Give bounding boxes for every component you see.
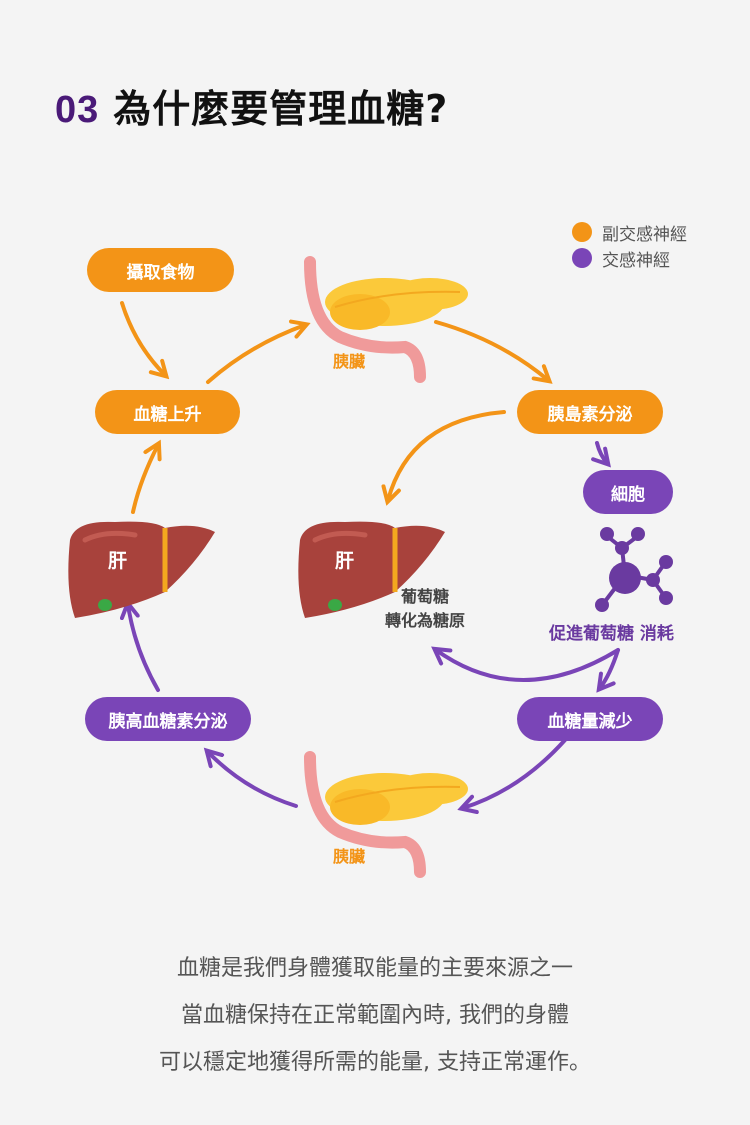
legend-item-sympathetic: 交感神經 [572,245,687,271]
description: 血糖是我們身體獲取能量的主要來源之一 當血糖保持在正常範圍內時, 我們的身體 可… [0,945,750,1086]
label-pancreas-top: 胰臟 [333,352,366,371]
description-line: 血糖是我們身體獲取能量的主要來源之一 [176,956,573,981]
node-blood-sugar-decrease: 血糖量減少 [517,697,663,741]
arrow-rise-to-pancreas [206,319,311,384]
orange-dot-icon [572,222,592,242]
node-intake-food: 攝取食物 [87,248,234,292]
arrow-insulin-to-liver [381,410,506,506]
node-insulin-secretion: 胰島素分泌 [517,390,663,434]
legend-label: 交感神經 [602,250,670,271]
label-line: 轉化為糖原 [384,611,465,630]
title-text: 為什麼要管理血糖? [113,87,449,131]
legend: 副交感神經 交感神經 [572,219,687,271]
arrow-pancreas-to-insulin [434,320,553,384]
page-title: 03 為什麼要管理血糖? [55,78,448,133]
label-glucose-to-glycogen: 葡萄糖 轉化為糖原 [372,585,478,633]
description-line: 可以穩定地獲得所需的能量, 支持正常運作。 [159,1050,591,1075]
legend-label: 副交感神經 [602,224,687,245]
description-line: 當血糖保持在正常範圍內時, 我們的身體 [181,1003,569,1028]
arrow-glucagon-to-liver [119,599,160,692]
arrow-food-to-rise [120,301,170,380]
arrow-consume-to-glycogen [431,646,620,682]
section-number: 03 [55,89,100,131]
node-blood-sugar-rise: 血糖上升 [95,390,240,434]
label-promote-glucose-consumption: 促進葡萄糖 消耗 [549,624,674,644]
node-glucagon-secretion: 胰高血糖素分泌 [85,697,251,741]
arrow-decrease-to-pancreas [457,738,567,815]
arrow-insulin-to-cells [591,441,611,468]
label-pancreas-bottom: 胰臟 [333,847,366,866]
arrow-liver-to-rise [131,439,162,514]
label-line: 葡萄糖 [400,587,449,606]
label-liver-center: 肝 [335,550,355,572]
label-liver-left: 肝 [108,550,128,572]
legend-item-parasympathetic: 副交感神經 [572,219,687,245]
molecule-icon [595,527,673,612]
purple-dot-icon [572,248,592,268]
liver-left-icon [68,522,215,618]
arrow-consume-to-decrease [596,648,620,693]
node-cells: 細胞 [583,470,673,514]
arrow-pancreas-to-glucagon [203,747,298,808]
